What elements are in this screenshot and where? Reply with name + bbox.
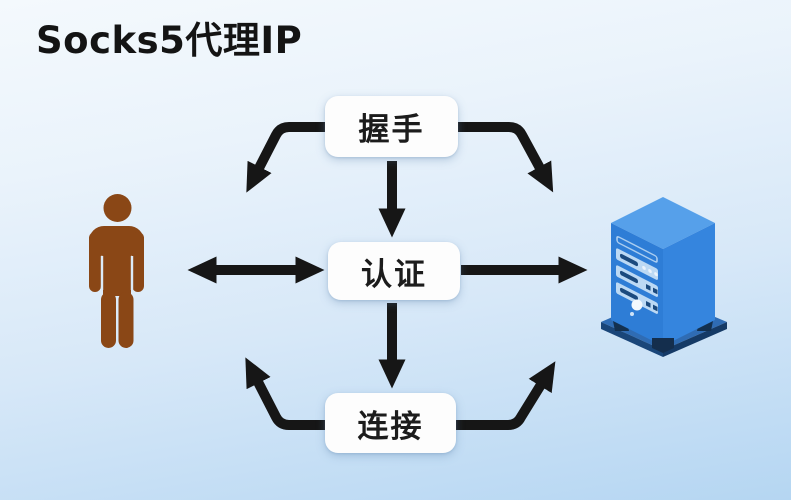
node-connect: 连接: [325, 393, 456, 453]
arrow-connect-to-server: [456, 361, 556, 430]
arrow-handshake-to-user: [246, 122, 325, 193]
arrow-handshake-to-server: [458, 122, 554, 193]
person-icon: [89, 194, 144, 348]
server-icon: [601, 197, 727, 357]
node-handshake-label: 握手: [358, 112, 425, 148]
arrow-connect-to-user: [245, 357, 325, 430]
node-handshake: 握手: [325, 96, 458, 157]
node-auth-label: 认证: [361, 256, 427, 293]
node-connect-label: 连接: [357, 408, 424, 445]
page-title: Socks5代理IP: [36, 19, 303, 62]
node-auth: 认证: [328, 242, 460, 300]
